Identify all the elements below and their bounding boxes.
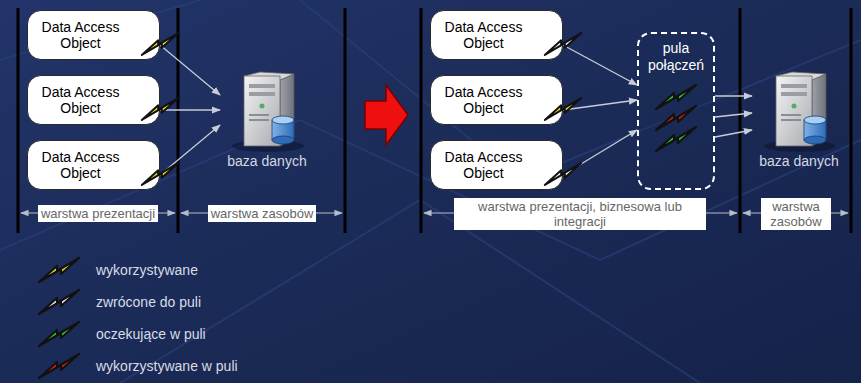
dao-box: Data Access Object [430, 75, 563, 125]
connector [563, 100, 637, 110]
database-node: baza danych [752, 70, 846, 172]
layer-label: warstwa prezentacji [38, 205, 158, 222]
layer-label: warstwa prezentacji, biznesowa lub integ… [454, 198, 706, 230]
connection-bolt [545, 98, 581, 120]
dao-box: Data Access Object [27, 140, 160, 190]
node-text: Data Access Object [437, 19, 530, 51]
connection-pool: pula połączeń [637, 32, 715, 190]
connection-bolt [545, 33, 581, 55]
node-text: Data Access Object [437, 149, 530, 181]
connection-bolt [142, 98, 178, 120]
legend-bolt [39, 258, 79, 282]
transition-arrow [365, 85, 408, 145]
connector [563, 130, 637, 175]
database-node: baza danych [220, 70, 314, 172]
legend-bolt [39, 290, 79, 314]
server-icon [232, 72, 304, 152]
dao-box: Data Access Object [27, 10, 160, 60]
connector [563, 45, 637, 85]
pool-bolt [656, 85, 696, 109]
connector [160, 125, 220, 175]
node-text: baza danych [759, 153, 838, 170]
legend-text: wykorzystywane w puli [96, 358, 238, 374]
node-text: pula połączeń [643, 40, 709, 74]
legend-bolt [39, 322, 79, 346]
dao-box: Data Access Object [27, 75, 160, 125]
connector [715, 95, 752, 96]
node-text: Data Access Object [34, 149, 127, 181]
node-text: baza danych [227, 153, 306, 170]
legend-text: zwrócone do puli [96, 294, 201, 310]
connection-bolt [142, 163, 178, 185]
legend-bolt [39, 354, 79, 378]
dao-box: Data Access Object [430, 10, 563, 60]
layer-label: warstwa zasobów [208, 205, 317, 222]
connector [715, 113, 752, 117]
connection-bolt [142, 33, 178, 55]
pool-bolt [656, 106, 696, 130]
layer-label: warstwa zasobów [761, 198, 831, 230]
server-icon [764, 72, 836, 152]
dao-box: Data Access Object [430, 140, 563, 190]
node-text: Data Access Object [34, 19, 127, 51]
connector [160, 109, 220, 110]
node-text: Data Access Object [437, 84, 530, 116]
connector [160, 45, 220, 95]
connector [715, 130, 752, 137]
pool-bolt [656, 127, 696, 151]
node-text: Data Access Object [34, 84, 127, 116]
legend-text: wykorzystywane [96, 262, 198, 278]
connection-bolt [545, 163, 581, 185]
legend-text: oczekujące w puli [96, 326, 206, 342]
